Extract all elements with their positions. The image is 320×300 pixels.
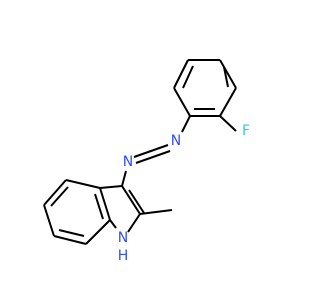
indole-pyrrole-ring [99, 185, 145, 233]
bond [43, 179, 67, 206]
bond [121, 185, 141, 215]
bond [181, 115, 191, 133]
bond [53, 235, 87, 245]
bond [128, 189, 145, 214]
bond [182, 65, 194, 89]
azo-nitrogen-lower-label: N [123, 154, 133, 170]
bond [173, 87, 191, 117]
bond [65, 179, 101, 189]
fluorine-atom-label: F [242, 123, 250, 139]
bond [223, 66, 229, 88]
bond [135, 150, 171, 164]
bond [94, 193, 104, 220]
bond [99, 185, 123, 189]
chemical-structure-diagram: F N N N H [43, 59, 250, 264]
bond [219, 59, 237, 89]
bond [173, 59, 189, 89]
bond [219, 115, 237, 132]
bond [133, 144, 169, 158]
bond [43, 204, 55, 237]
fluorophenyl-ring [173, 59, 237, 117]
indole-benzene-ring [43, 179, 111, 245]
bond [109, 219, 117, 229]
azo-nitrogen-upper-label: N [171, 133, 181, 149]
indole-nitrogen-label: N [118, 230, 128, 246]
bond [50, 186, 69, 207]
bond [127, 213, 141, 233]
bond [219, 87, 237, 117]
bond [85, 219, 111, 245]
bond [99, 187, 111, 221]
bond [58, 229, 85, 237]
indole-hydrogen-label: H [118, 248, 129, 264]
bond [139, 209, 173, 215]
bond [121, 170, 127, 187]
